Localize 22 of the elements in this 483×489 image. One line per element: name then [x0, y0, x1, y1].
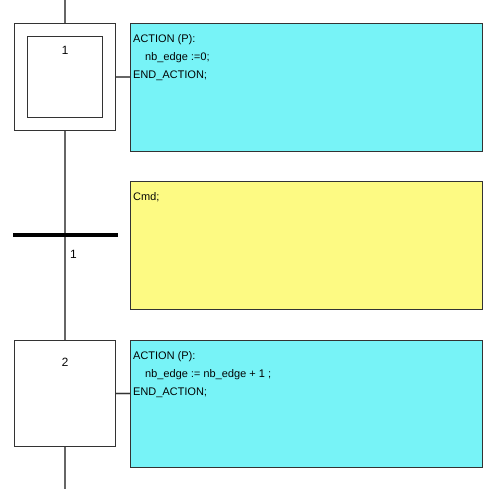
step-number: 2 — [62, 354, 68, 371]
connector-line — [64, 237, 66, 340]
code-line: nb_edge :=0; — [144, 50, 211, 65]
transition-number: 1 — [70, 246, 77, 263]
action-block — [130, 340, 483, 468]
code-line: ACTION (P): — [133, 349, 196, 364]
action-block — [130, 23, 483, 152]
step-number: 1 — [62, 42, 68, 59]
connector-line — [116, 392, 130, 394]
code-line: nb_edge := nb_edge + 1 ; — [144, 367, 272, 382]
connector-line — [64, 131, 66, 233]
step-box — [14, 340, 116, 447]
condition-block — [130, 181, 483, 310]
code-line: END_ACTION; — [133, 68, 208, 83]
code-line: Cmd; — [133, 190, 160, 205]
code-line: ACTION (P): — [133, 32, 196, 47]
code-line: END_ACTION; — [133, 385, 208, 400]
connector-line — [64, 0, 66, 23]
connector-line — [64, 447, 66, 489]
connector-line — [116, 76, 130, 78]
transition-bar — [13, 233, 118, 237]
initial-step-box — [14, 23, 116, 131]
